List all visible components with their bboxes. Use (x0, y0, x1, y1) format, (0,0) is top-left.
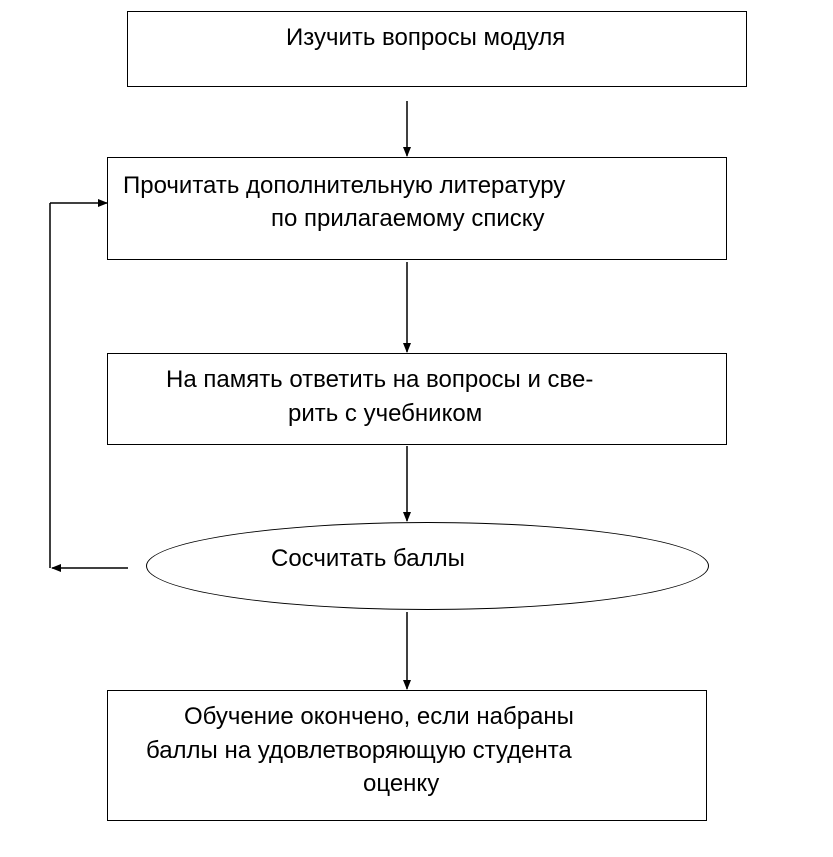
step-read-label-line2: по прилагаемому списку (271, 205, 545, 232)
step-finish-label-line2: баллы на удовлетворяющую студента (146, 737, 572, 764)
step-finish-label-line3: оценку (363, 770, 440, 797)
step-finish-box (107, 690, 707, 821)
step-answer-box (107, 353, 727, 445)
step-answer-label-line2: рить с учебником (288, 400, 483, 427)
step-score-label: Сосчитать баллы (271, 545, 465, 572)
step-answer-label-line1: На память ответить на вопросы и све- (166, 366, 594, 393)
step-study-box (127, 11, 747, 87)
step-read-box (107, 157, 727, 260)
step-read-label-line1: Прочитать дополнительную литературу (123, 172, 566, 199)
step-score-ellipse (146, 522, 709, 610)
step-study-label: Изучить вопросы модуля (286, 24, 566, 51)
step-finish-label-line1: Обучение окончено, если набраны (184, 703, 574, 730)
